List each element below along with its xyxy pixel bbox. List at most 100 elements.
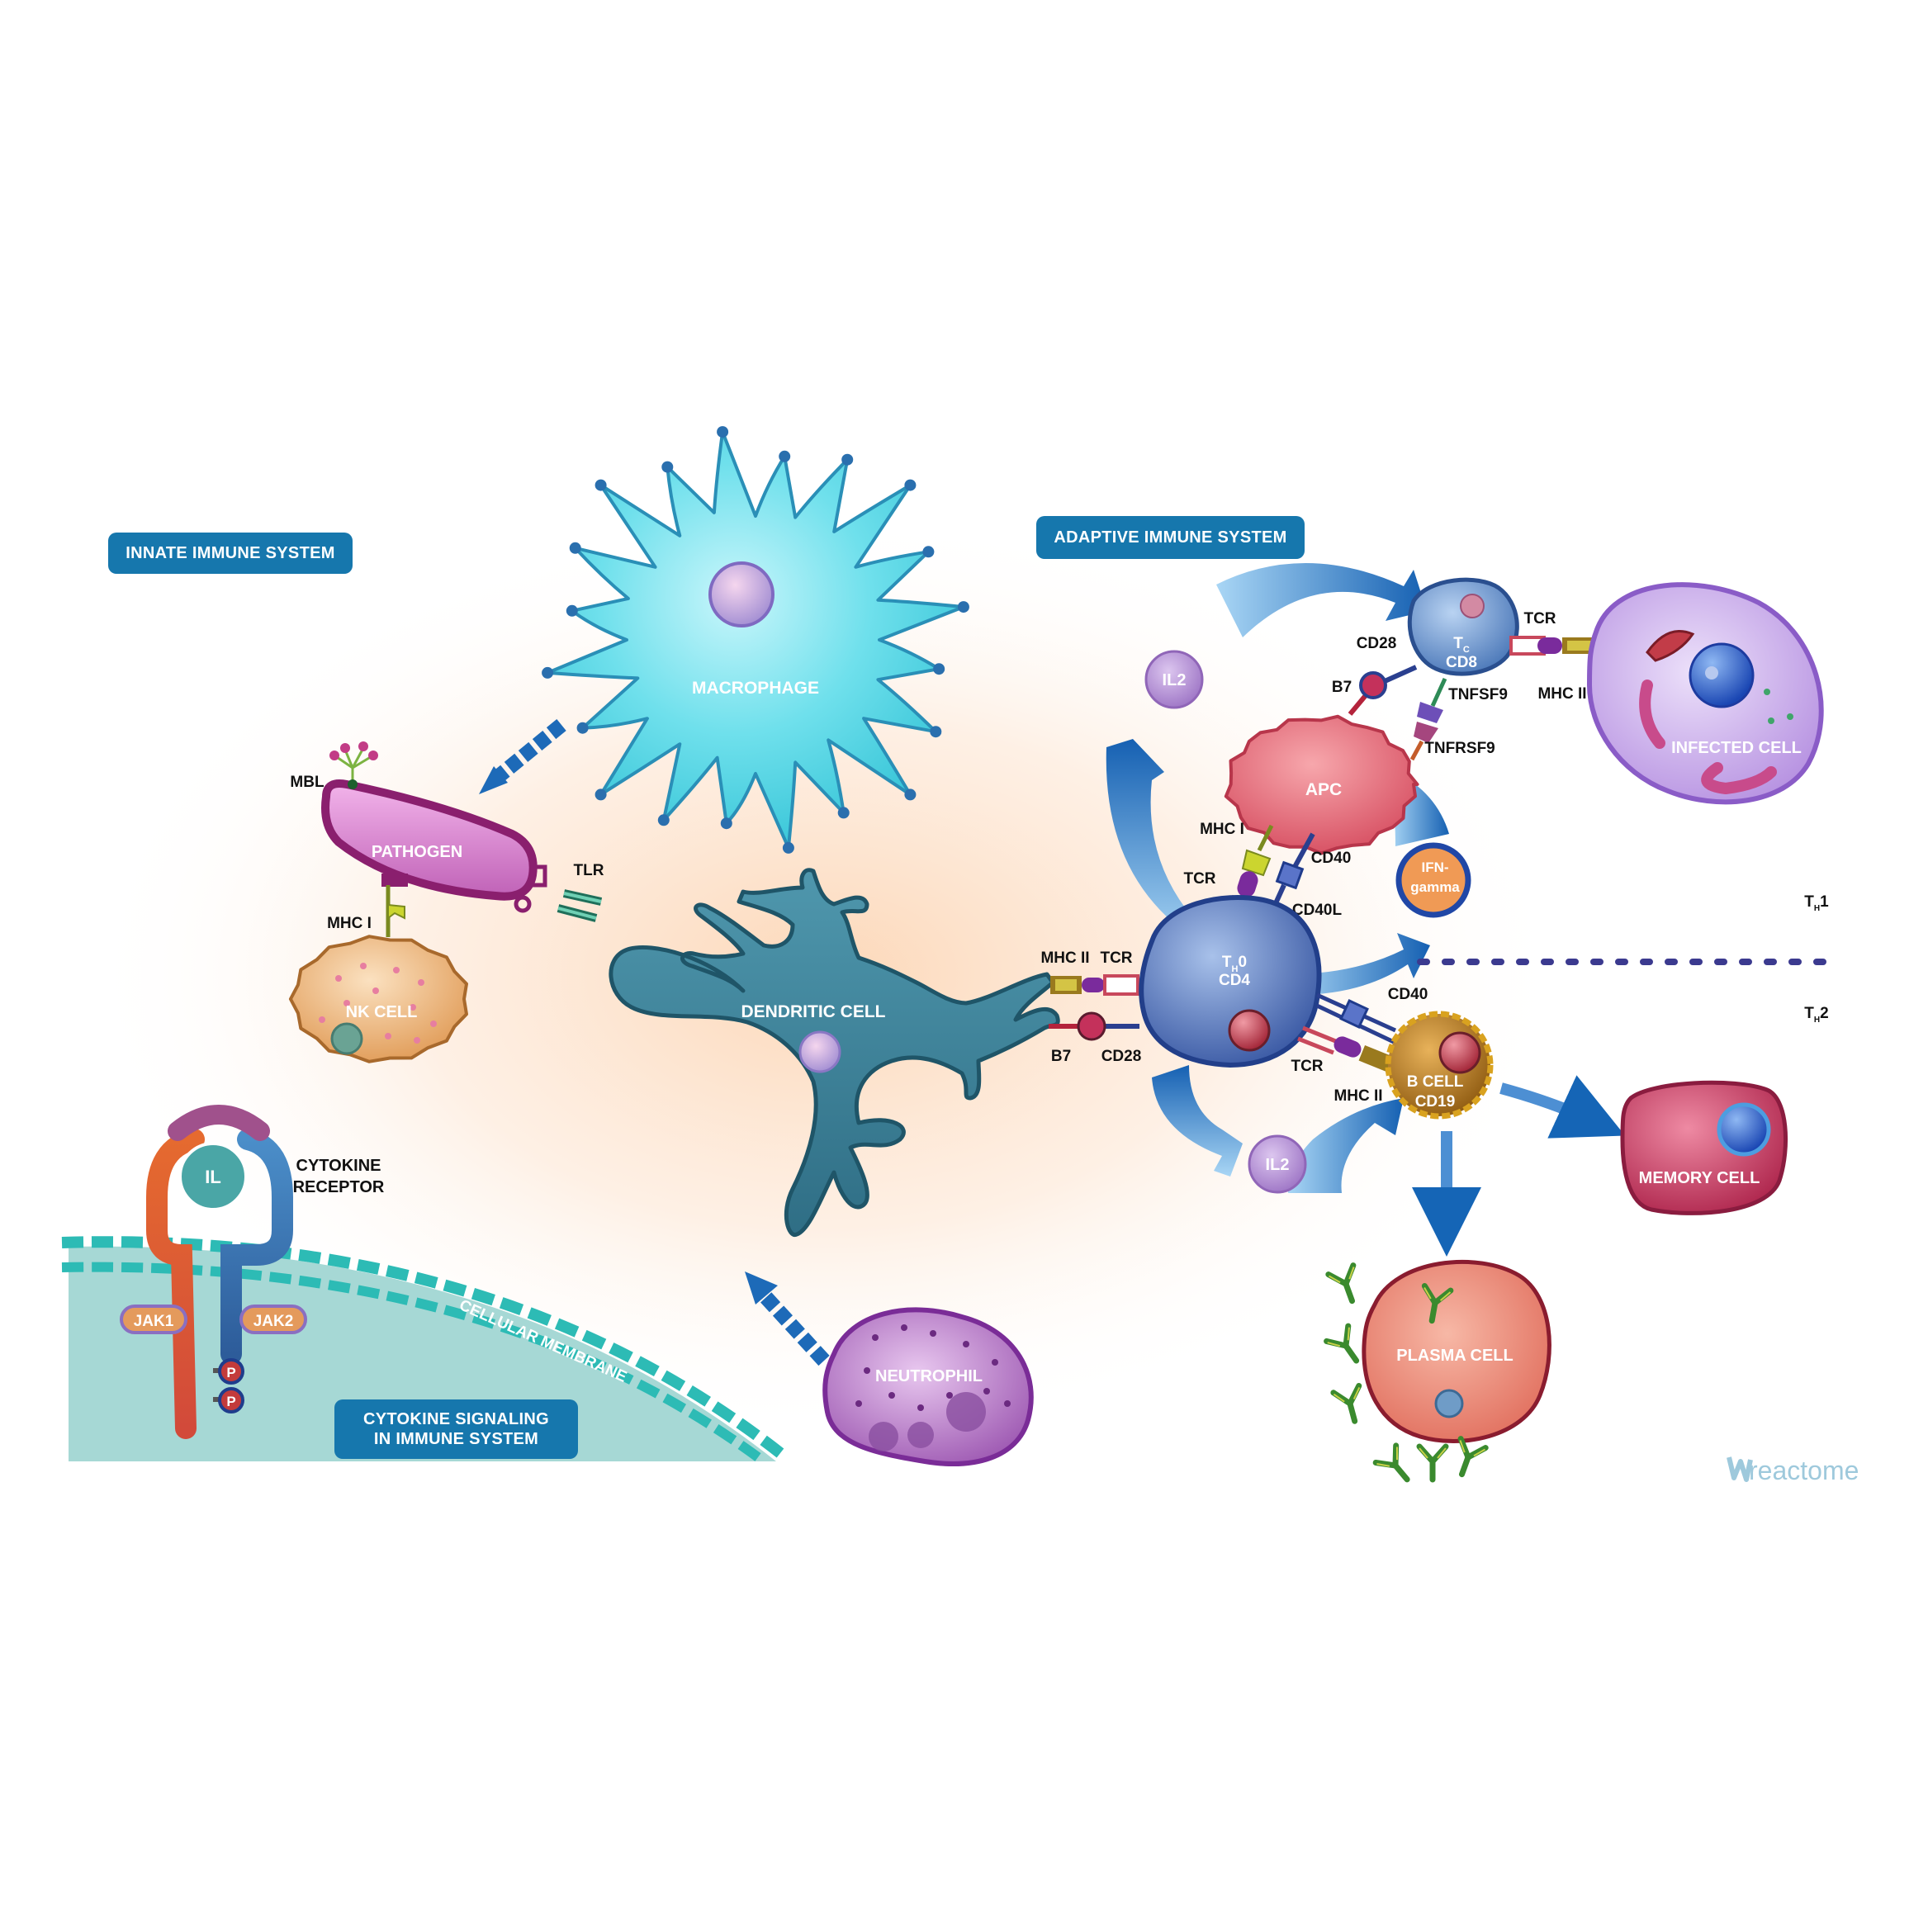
cytokine-receptor — [146, 1105, 293, 1439]
neutrophil-granule — [983, 1388, 990, 1395]
antibody-icon — [1416, 1443, 1449, 1483]
plasma-cell-label: PLASMA CELL — [1396, 1347, 1513, 1365]
reactome-logo-icon — [1727, 1456, 1753, 1482]
ifn-label-1: IFN- — [1421, 859, 1448, 875]
macrophage-pseudopod-tip — [657, 814, 670, 826]
tcr-dc-label: TCR — [1100, 949, 1132, 967]
macrophage-pseudopod-tip — [542, 666, 554, 679]
th1-label: TH1 — [1804, 893, 1829, 913]
tlr-icon — [557, 889, 603, 922]
memory-cell — [1620, 1080, 1788, 1215]
neutrophil-granule — [917, 1404, 924, 1411]
cd40l-label: CD40L — [1292, 902, 1343, 919]
macrophage-pseudopod-tip — [904, 479, 917, 491]
apc-cell — [1224, 714, 1419, 855]
mhc2-infected-label: MHC II — [1537, 685, 1586, 703]
macrophage-pseudopod-tip — [566, 604, 578, 617]
macrophage-pseudopod-tip — [717, 426, 729, 438]
jak2-shape — [239, 1305, 307, 1334]
nk-granule — [319, 1016, 325, 1023]
cd28-dc-label: CD28 — [1101, 1048, 1142, 1065]
reactome-logo-text: reactome — [1749, 1455, 1859, 1485]
mhc1-nk-icon — [386, 885, 405, 937]
tnfrsf9-label: TNFRSF9 — [1424, 740, 1495, 757]
nk-granule — [414, 1037, 420, 1044]
cytokine-receptor-label-2: RECEPTOR — [293, 1178, 385, 1196]
mhc2-b-label: MHC II — [1333, 1087, 1382, 1105]
tcr-b-label: TCR — [1291, 1058, 1323, 1075]
macrophage-pseudopod-tip — [595, 479, 607, 491]
macrophage-pseudopod-tip — [782, 841, 794, 854]
nk-granule — [430, 1020, 437, 1027]
nk-cell-nucleus — [330, 1022, 363, 1055]
neutrophil-granule — [963, 1341, 969, 1347]
apc-label: APC — [1305, 780, 1342, 799]
th0-cd4-label: CD4 — [1219, 972, 1250, 989]
neutrophil-granule — [864, 1367, 870, 1374]
nk-granule — [418, 979, 424, 986]
antibody-icon — [1325, 1262, 1357, 1305]
jak1-label: JAK1 — [134, 1313, 174, 1330]
macrophage-pseudopod-tip — [933, 663, 945, 675]
macrophage-pseudopod-tip — [930, 726, 942, 738]
macrophage-pseudopod-tip — [595, 788, 607, 801]
infected-cell-label: INFECTED CELL — [1671, 739, 1802, 757]
neutrophil-granule — [901, 1324, 907, 1331]
antibody-icon — [1372, 1442, 1410, 1483]
antibody-icon — [1330, 1382, 1362, 1424]
cd40-b-label: CD40 — [1388, 986, 1428, 1003]
antibody-icon — [1324, 1323, 1360, 1364]
th0-cell — [1139, 895, 1322, 1068]
macrophage-label: MACROPHAGE — [692, 679, 819, 698]
antibody-icon — [1421, 1282, 1454, 1324]
b7-cd28-synapse-dc — [1049, 1011, 1139, 1041]
tcr-mhc2-synapse-b — [1297, 1025, 1393, 1073]
cytokine-receptor-label-1: CYTOKINE — [296, 1157, 381, 1175]
cd40-cd40l-synapse-apc — [1269, 832, 1315, 914]
neutrophil-granule — [992, 1359, 998, 1366]
tcr-mhc2-synapse-infected — [1509, 636, 1597, 656]
mbl-icon — [329, 741, 378, 789]
nk-cell-label: NK CELL — [346, 1003, 418, 1021]
tc-cell — [1407, 577, 1519, 676]
b-cell — [1385, 1011, 1494, 1120]
tnfsf9-tnfrsf9-synapse — [1409, 677, 1447, 761]
pathogen-label: PATHOGEN — [372, 843, 462, 861]
neutrophil-label: NEUTROPHIL — [875, 1367, 983, 1385]
tnfsf9-label: TNFSF9 — [1448, 686, 1508, 703]
nk-granule — [385, 1033, 391, 1039]
dendritic-nucleus — [798, 1030, 841, 1073]
cd28-b7-synapse-tc — [1348, 665, 1418, 716]
il2-top-label: IL2 — [1163, 671, 1187, 689]
mbl-label: MBL — [290, 774, 324, 791]
tlr-label: TLR — [574, 862, 604, 879]
macrophage-pseudopod-tip — [904, 788, 917, 801]
macrophage-pseudopod-tip — [569, 542, 581, 554]
macrophage-pseudopod-tip — [720, 817, 732, 830]
il2-bottom-label: IL2 — [1266, 1156, 1290, 1174]
macrophage — [542, 426, 969, 854]
neutrophil-granule — [1004, 1400, 1011, 1407]
phospho-2-icon — [218, 1387, 244, 1413]
nk-granule — [410, 1004, 416, 1011]
reactome-logo: reactome — [1726, 1451, 1891, 1489]
neutrophil-granule — [872, 1334, 879, 1341]
macrophage-pseudopod-tip — [922, 546, 935, 558]
cytokine-signaling-line-2: IN IMMUNE SYSTEM — [373, 1430, 539, 1448]
pathogen — [321, 779, 547, 913]
nk-granule — [393, 967, 400, 973]
antibody-icon — [1457, 1436, 1489, 1478]
neutrophil-granule — [888, 1392, 895, 1399]
memory-cell-label: MEMORY CELL — [1639, 1169, 1760, 1187]
cytokine-signaling-line-1: CYTOKINE SIGNALING — [362, 1410, 550, 1428]
neutrophil-granule — [946, 1392, 953, 1399]
th0-label: TH0 — [1222, 954, 1247, 974]
nk-granule — [343, 1000, 350, 1006]
macrophage-pseudopod-tip — [837, 807, 850, 819]
dashed-arrow-icon — [745, 1271, 830, 1366]
tcr-infected-label: TCR — [1523, 610, 1556, 627]
mhc1-nk-label: MHC I — [327, 915, 372, 932]
jak1-shape — [120, 1305, 187, 1334]
